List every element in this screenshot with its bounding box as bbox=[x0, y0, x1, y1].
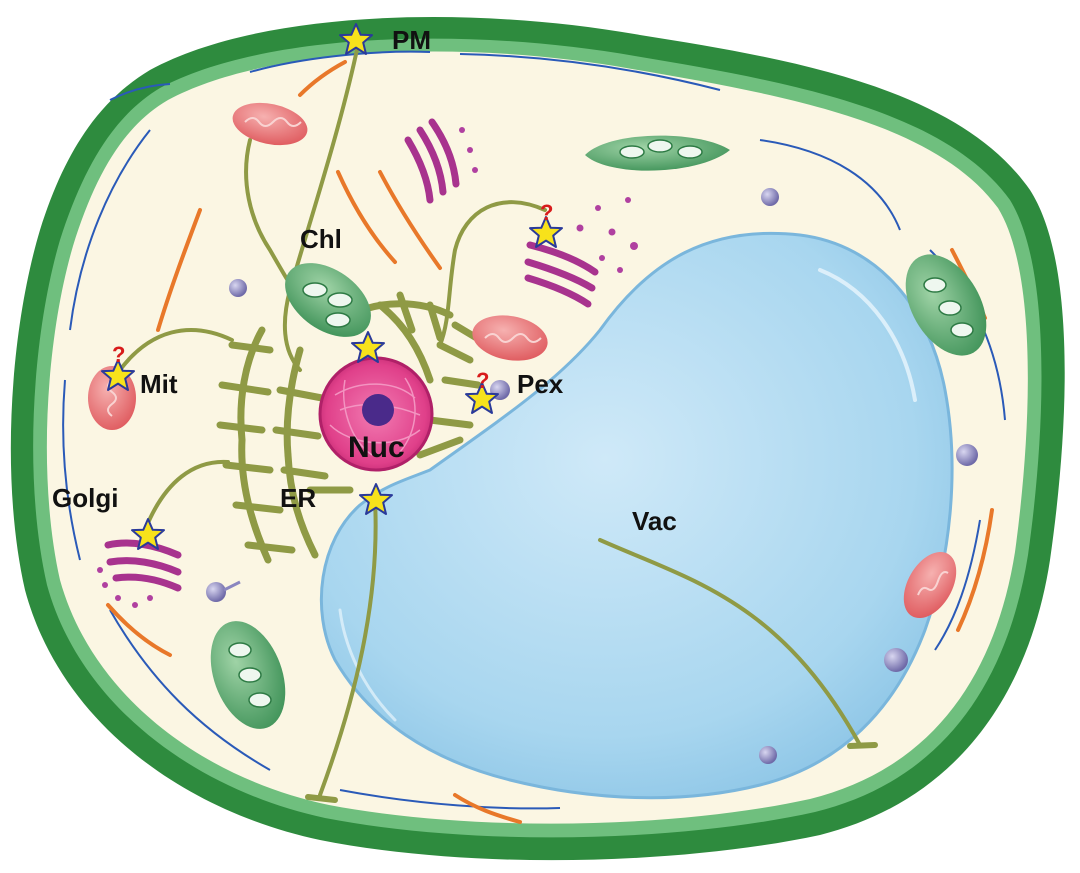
question-mark-icon: ? bbox=[112, 342, 125, 367]
tether-lines bbox=[118, 43, 862, 797]
chloroplast-right bbox=[905, 254, 987, 356]
golgi-golgi-vesicles bbox=[97, 567, 153, 608]
question-mark-icon: ? bbox=[540, 200, 553, 225]
tether-feet bbox=[305, 742, 878, 803]
nucleus bbox=[318, 356, 434, 472]
label-nuc: Nuc bbox=[348, 431, 405, 464]
label-golgi: Golgi bbox=[52, 483, 118, 513]
endoplasmic-reticulum bbox=[216, 291, 484, 564]
mitochondrion-right bbox=[903, 551, 957, 619]
chloroplast-top-right bbox=[585, 135, 730, 171]
vacuole bbox=[319, 231, 954, 800]
label-pex: Pex bbox=[517, 369, 564, 399]
label-chl: Chl bbox=[300, 224, 342, 254]
label-er: ER bbox=[280, 483, 316, 513]
label-pm: PM bbox=[392, 25, 431, 55]
mitochondrion-top bbox=[232, 102, 308, 146]
chloroplast-chl bbox=[285, 263, 371, 337]
actin-filaments bbox=[106, 60, 994, 824]
nucleolus bbox=[362, 394, 394, 426]
golgi-top-vesicles bbox=[459, 127, 478, 173]
golgi-pex-vesicles bbox=[576, 197, 638, 273]
golgi-top bbox=[404, 118, 460, 204]
vesicles bbox=[206, 188, 978, 764]
mitochondrion-pex bbox=[472, 315, 548, 361]
label-mit: Mit bbox=[140, 369, 178, 399]
question-mark-icon: ? bbox=[476, 368, 489, 393]
label-vac: Vac bbox=[632, 506, 677, 536]
chloroplast-bottom-left bbox=[210, 621, 286, 729]
